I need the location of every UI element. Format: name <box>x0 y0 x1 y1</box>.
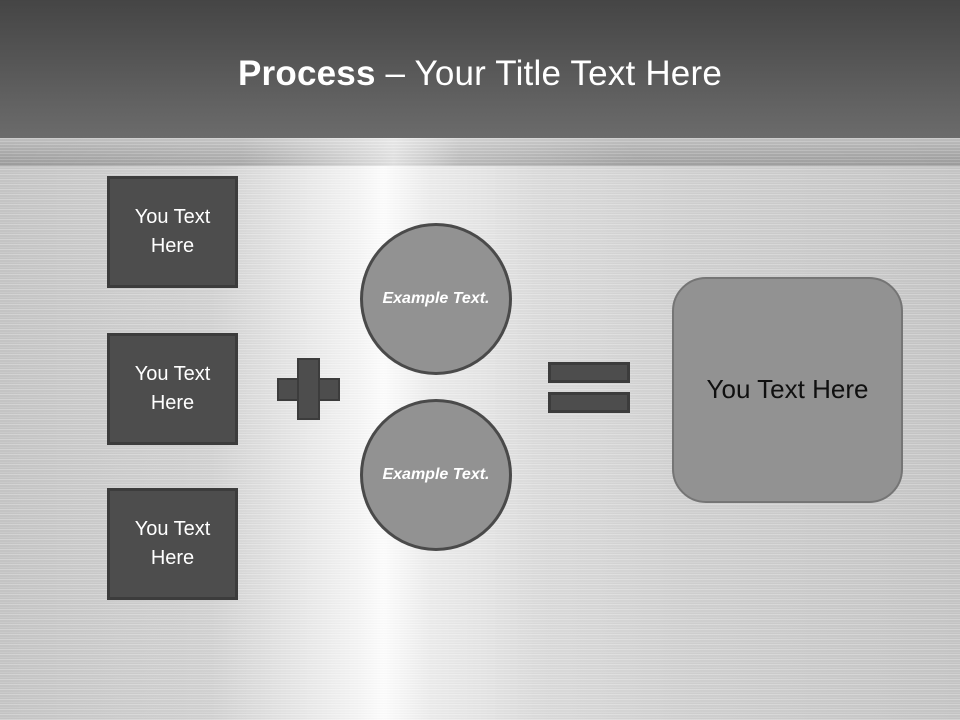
plus-icon-center-fill <box>299 380 318 399</box>
page-title-rest: – Your Title Text Here <box>375 54 722 93</box>
example-circle-2-label: Example Text. <box>382 466 490 484</box>
result-box-label: You Text Here <box>706 374 869 405</box>
equals-icon <box>548 362 630 413</box>
slide-header-band: Process – Your Title Text Here <box>0 0 960 138</box>
result-box[interactable]: You Text Here <box>672 277 903 503</box>
input-box-3[interactable]: You Text Here <box>107 488 238 600</box>
input-box-2-label: You Text Here <box>134 363 211 414</box>
plus-icon <box>277 358 340 420</box>
equals-icon-top-bar <box>548 362 630 383</box>
equals-icon-bottom-bar <box>548 392 630 413</box>
input-box-1-label: You Text Here <box>134 206 211 257</box>
page-title-strong: Process <box>238 54 376 93</box>
metal-divider-strip <box>0 138 960 166</box>
input-box-2[interactable]: You Text Here <box>107 333 238 445</box>
example-circle-1-label: Example Text. <box>382 290 490 308</box>
input-box-1[interactable]: You Text Here <box>107 176 238 288</box>
page-title: Process – Your Title Text Here <box>0 0 960 91</box>
example-circle-1[interactable]: Example Text. <box>360 223 512 375</box>
example-circle-2[interactable]: Example Text. <box>360 399 512 551</box>
input-box-3-label: You Text Here <box>134 518 211 569</box>
